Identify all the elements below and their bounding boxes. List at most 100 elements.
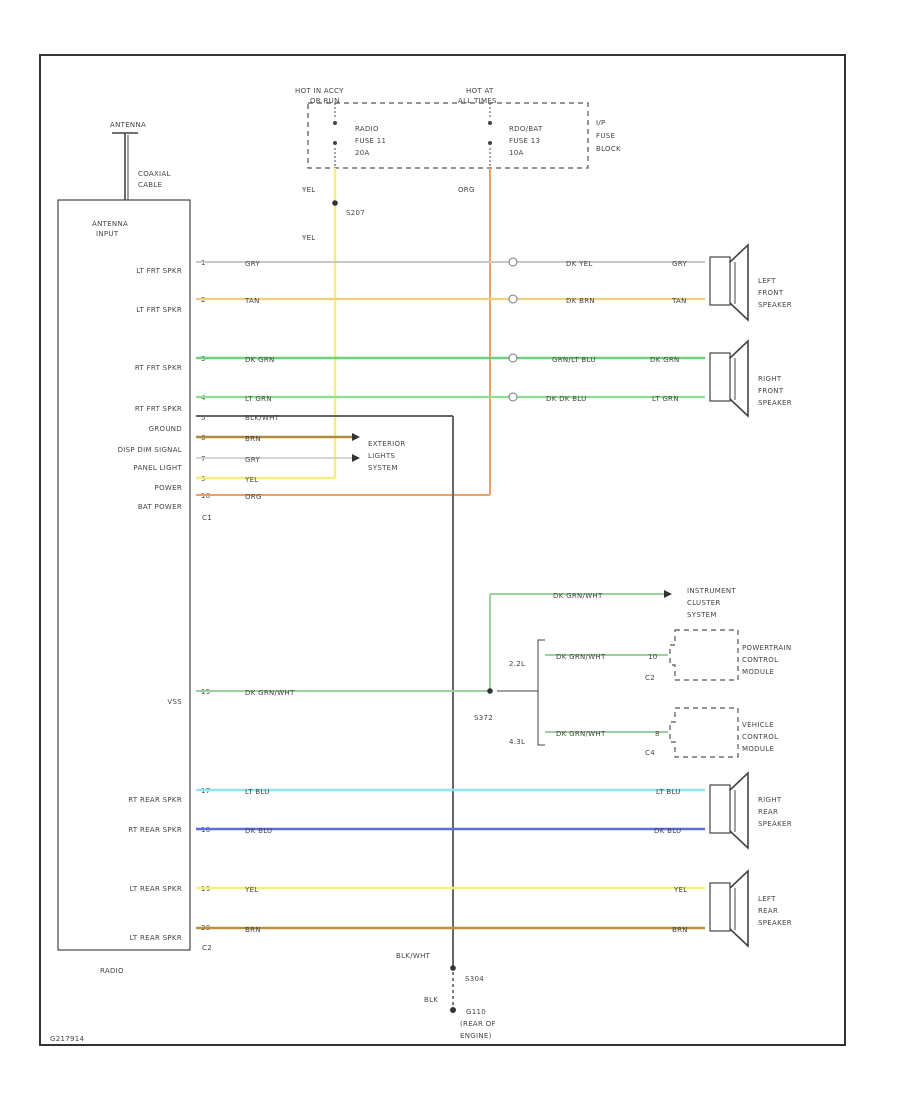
radio-pin-numbers: 1 2 3 4 5 6 7 9 10 15 17 18 19 20 [201,259,210,932]
lr-spk-3: SPEAKER [758,919,792,927]
hot-right-1: HOT AT [466,87,494,95]
pcm-pin: 10 [648,653,658,661]
wire-label-ltgrn-r: LT GRN [652,395,679,403]
antenna-input-2: INPUT [96,230,119,238]
wire-label-gry2: GRY [245,456,260,464]
radio-pin-labels: LT FRT SPKR LT FRT SPKR RT FRT SPKR RT F… [118,267,183,942]
pin-label-1: LT FRT SPKR [136,267,182,275]
wire-label-yel4: YEL [244,886,259,894]
ext-lights-2: LIGHTS [368,452,395,460]
wire-label-yel3: YEL [244,476,259,484]
pin-num-5: 5 [201,414,206,422]
wire-label-blkwht2: BLK/WHT [396,952,431,960]
wire-label-gry-r: GRY [672,260,687,268]
wire-label-vss2: DK GRN/WHT [553,592,603,600]
yel-label-2: YEL [301,234,316,242]
diagram-frame [39,54,846,1046]
rf-spk-2: FRONT [758,387,784,395]
rf-spk-1: RIGHT [758,375,782,383]
fuse-right-1: RDO/BAT [509,125,543,133]
cluster-3: SYSTEM [687,611,717,619]
arrow-cluster-icon [664,590,672,598]
wire-label-dkblu: DK BLU [245,827,272,835]
wire-label-vss: DK GRN/WHT [245,689,295,697]
lf-spk-1: LEFT [758,277,776,285]
arrow-dim-icon [352,433,360,441]
splice-s207-dot [332,200,338,206]
splice-s304: S304 [465,975,484,983]
pin-label-8: POWER [155,484,182,492]
pin-label-10: VSS [167,698,182,706]
ground-g110-icon [450,1007,456,1013]
splice-s207: S207 [346,209,365,217]
vcm-pin: 8 [655,730,660,738]
pcm-conn: C2 [645,674,655,682]
pin-label-14: LT REAR SPKR [130,934,182,942]
diagram-code: G217914 [50,1035,84,1043]
pcm-2: CONTROL [742,656,778,664]
rr-spk-2: REAR [758,808,778,816]
wire-label-tan-r: TAN [671,297,687,305]
fuse-block-label-3: BLOCK [596,145,621,153]
fuse-left-1: RADIO [355,125,379,133]
fuse-left-2: FUSE 11 [355,137,386,145]
wire-label-yel-r: YEL [673,886,688,894]
lr-spk-2: REAR [758,907,778,915]
fuse-right-icon [488,103,492,168]
fuse-block-label-2: FUSE [596,132,615,140]
ext-lights-1: EXTERIOR [368,440,406,448]
wire-label-org2: ORG [245,493,262,501]
fuse-right-2: FUSE 13 [509,137,540,145]
hot-left-2: OR RUN [310,97,340,105]
antenna-label: ANTENNA [110,121,146,129]
wire-label-ltgrn: LT GRN [245,395,272,403]
pcm-1: POWERTRAIN [742,644,791,652]
pin-label-3: RT FRT SPKR [135,364,182,372]
wire-label-ltblu-r: LT BLU [656,788,681,796]
ground-2: (REAR OF [460,1020,496,1028]
fuse-left-3: 20A [355,149,370,157]
vcm-3: MODULE [742,745,774,753]
pin-label-5: GROUND [149,425,182,433]
wire-label-brn2: BRN [245,926,261,934]
wire-label-dkgrn: DK GRN [245,356,275,364]
pin-label-9: BAT POWER [138,503,182,511]
speaker-left-rear-icon [709,869,749,948]
vcm-2: CONTROL [742,733,778,741]
connector-c1: C1 [202,514,212,522]
pin-label-4: RT FRT SPKR [135,405,182,413]
connector-c2: C2 [202,944,212,952]
hot-right-2: ALL TIMES [458,97,497,105]
wire-label-blkwht: BLK/WHT [245,414,280,422]
vcm-1: VEHICLE [742,721,774,729]
splice-s372-dot [487,688,493,694]
vcm-module-box [669,707,739,758]
ext-lights-3: SYSTEM [368,464,398,472]
lf-spk-2: FRONT [758,289,784,297]
cluster-1: INSTRUMENT [687,587,736,595]
wire-label-brn: BRN [245,435,261,443]
pin-label-13: LT REAR SPKR [130,885,182,893]
inline-connectors [508,257,518,402]
wire-label-blk: BLK [424,996,438,1004]
lr-spk-1: LEFT [758,895,776,903]
pin-label-12: RT REAR SPKR [128,826,182,834]
engine-43: 4.3L [509,738,525,746]
antenna-input-1: ANTENNA [92,220,128,228]
speaker-left-front-icon [709,243,749,322]
coax-label-2: CABLE [138,181,162,189]
splice-s304-dot [450,965,456,971]
pin-label-7: PANEL LIGHT [133,464,182,472]
wire-label-grnltblu: GRN/LT BLU [552,356,596,364]
wire-label-tan: TAN [244,297,260,305]
coax-label-1: COAXIAL [138,170,171,178]
engine-22: 2.2L [509,660,525,668]
hot-left-1: HOT IN ACCY [295,87,344,95]
fuse-right-3: 10A [509,149,524,157]
wire-label-ltblu: LT BLU [245,788,270,796]
wire-label-dkyel: DK YEL [566,260,593,268]
org-label-top: ORG [458,186,475,194]
radio-box [57,199,191,951]
fuse-left-icon [333,103,337,168]
